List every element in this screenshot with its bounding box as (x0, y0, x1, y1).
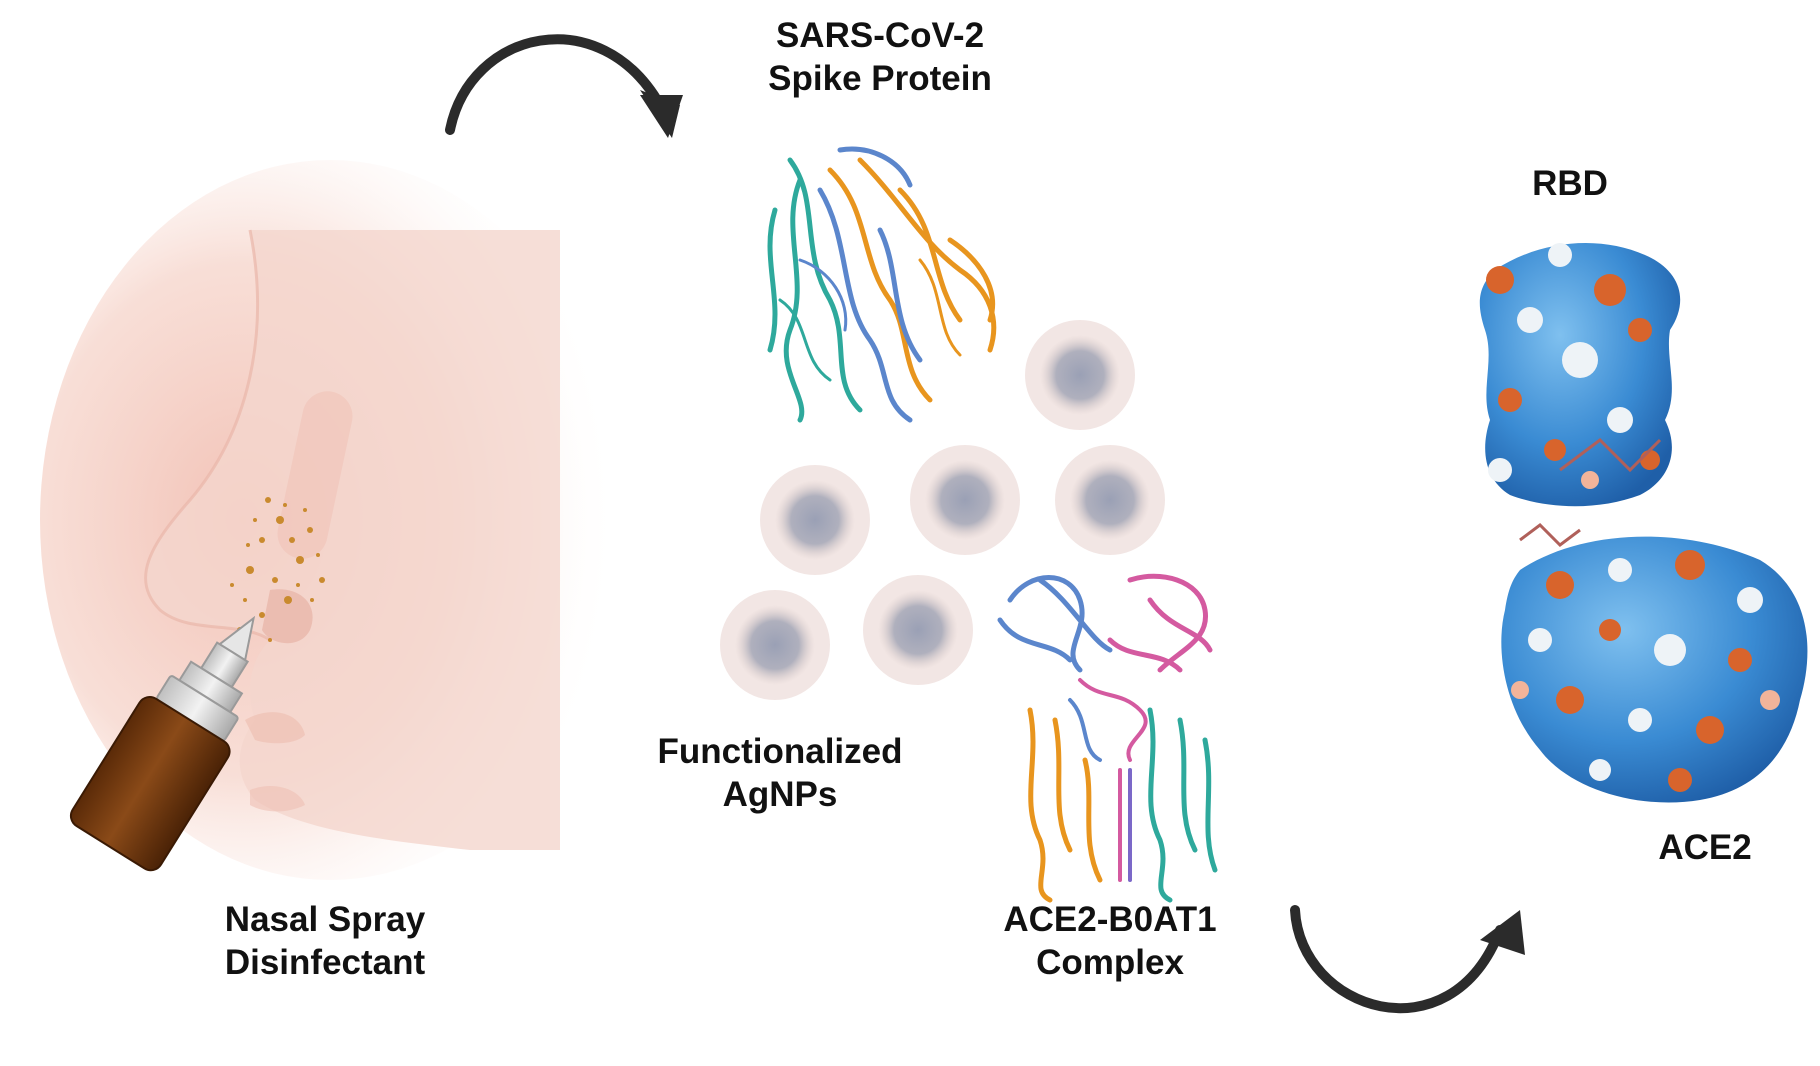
spray-droplets (230, 497, 325, 642)
agnps-label-line1: Functionalized (657, 732, 903, 771)
rbd-label-text: RBD (1532, 164, 1608, 203)
agnp-particle (720, 590, 830, 700)
agnp-cluster (720, 320, 1165, 700)
curved-arrow-icon (1290, 905, 1525, 1013)
agnp-particle (1055, 445, 1165, 555)
ace2-label-text: ACE2 (1658, 828, 1752, 867)
nasal-spray-label-line2: Disinfectant (224, 943, 426, 982)
ace2-b0at1-complex-label-line1: ACE2-B0AT1 (1003, 900, 1217, 939)
ace2-b0at1-complex-label: ACE2-B0AT1 Complex (970, 898, 1250, 984)
curved-arrow-icon (445, 34, 683, 138)
agnp-particle (760, 465, 870, 575)
ace2-surface (1501, 523, 1808, 803)
spray-bottle-icon (69, 615, 256, 872)
agnp-particle (863, 575, 973, 685)
agnps-label: Functionalized AgNPs (610, 730, 950, 816)
ace2-b0at1-complex-label-line2: Complex (1036, 943, 1184, 982)
ace2-label: ACE2 (1630, 826, 1780, 869)
agnps-label-line2: AgNPs (722, 775, 838, 814)
ace2-b0at1-structure (997, 573, 1218, 903)
agnp-particle (1025, 320, 1135, 430)
rbd-surface (1479, 243, 1681, 507)
spike-protein-label-line2: Spike Protein (768, 59, 992, 98)
spike-protein-label: SARS-CoV-2 Spike Protein (720, 14, 1040, 100)
spike-protein-label-line1: SARS-CoV-2 (775, 16, 985, 55)
nasal-spray-label-line1: Nasal Spray (224, 900, 426, 939)
nasal-spray-label: Nasal Spray Disinfectant (180, 898, 470, 984)
agnp-particle (910, 445, 1020, 555)
rbd-label: RBD (1500, 162, 1640, 205)
spike-protein-structure (767, 146, 997, 423)
